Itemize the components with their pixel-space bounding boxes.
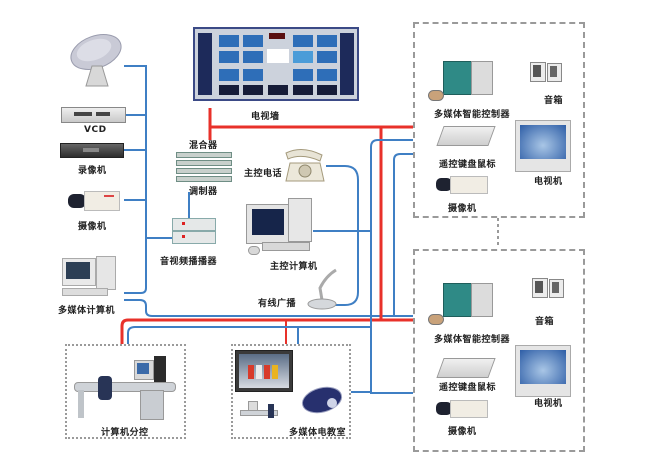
tv-icon-2 [515,345,571,397]
mm-classroom-box [231,344,351,439]
phone-mic-line [326,165,359,306]
vcd-player-icon [61,107,126,123]
left-bus-line [124,65,147,294]
master-computer-icon [246,198,318,255]
speakers-label-1: 音箱 [544,96,564,106]
pc-branch-box [65,344,186,439]
multimedia-pc-label: 多媒体计算机 [58,306,116,316]
tv-icon-1 [515,120,571,172]
vcr-icon [60,143,124,158]
modulator-label: 调制器 [189,187,218,197]
video-camera-icon [68,191,120,211]
camera-icon-2 [436,400,490,418]
blue-trunk-a [370,139,413,394]
remote-kb-label-2: 遥控键盘鼠标 [439,383,497,393]
blue-trunk-b [393,153,413,316]
mixer-label: 混合器 [189,141,218,151]
mm-classroom-label: 多媒体电教室 [289,428,347,438]
tv-label-1: 电视机 [534,177,563,187]
microphone-icon [307,268,337,310]
av-player-icon [172,218,216,244]
mmpc-line [124,299,413,317]
av-player-label: 音视频播播器 [160,257,218,267]
speakers-label-2: 音箱 [535,317,555,327]
satellite-dish-icon [70,34,122,87]
camera-icon-1 [436,176,490,194]
keyboard-icon-2 [436,358,496,378]
multimedia-pc-icon [62,256,124,298]
pc-branch-label: 计算机分控 [101,428,149,438]
mouse-icon-1 [428,90,444,101]
speakers-icon-2 [532,278,566,298]
speakers-icon-1 [530,62,564,82]
blue-bottom-line [127,326,371,344]
modulator-rack-icon [176,152,232,182]
controller-label-2: 多媒体智能控制器 [434,335,511,345]
camera-label-2: 摄像机 [448,427,477,437]
tv-label-2: 电视机 [534,399,563,409]
classroom-unit-2 [413,249,585,452]
smart-controller-icon-2 [443,283,493,317]
remote-kb-label-1: 遥控键盘鼠标 [439,160,497,170]
controller-label-1: 多媒体智能控制器 [434,110,511,120]
tv-wall-icon [193,27,359,101]
master-pc-label: 主控计算机 [270,262,318,272]
projection-screen-icon [235,350,293,392]
vcr-label: 录像机 [78,166,107,176]
telephone-icon [285,149,325,182]
smart-controller-icon-1 [443,61,493,95]
workstation-desk-icon [74,356,182,420]
vcd-label: VCD [84,125,107,135]
camera-label: 摄像机 [78,222,107,232]
red-bottom-line [120,318,413,344]
projector-icon [301,386,343,414]
classroom-unit-1 [413,22,585,218]
tvwall-red-line [208,108,413,129]
tv-wall-label: 电视墙 [251,112,280,122]
camera-label-1: 摄像机 [448,204,477,214]
keyboard-icon-1 [436,126,496,146]
broadcast-label: 有线广播 [258,299,297,309]
small-workstation-icon [240,400,284,424]
mouse-icon-2 [428,314,444,325]
master-phone-label: 主控电话 [244,169,283,179]
